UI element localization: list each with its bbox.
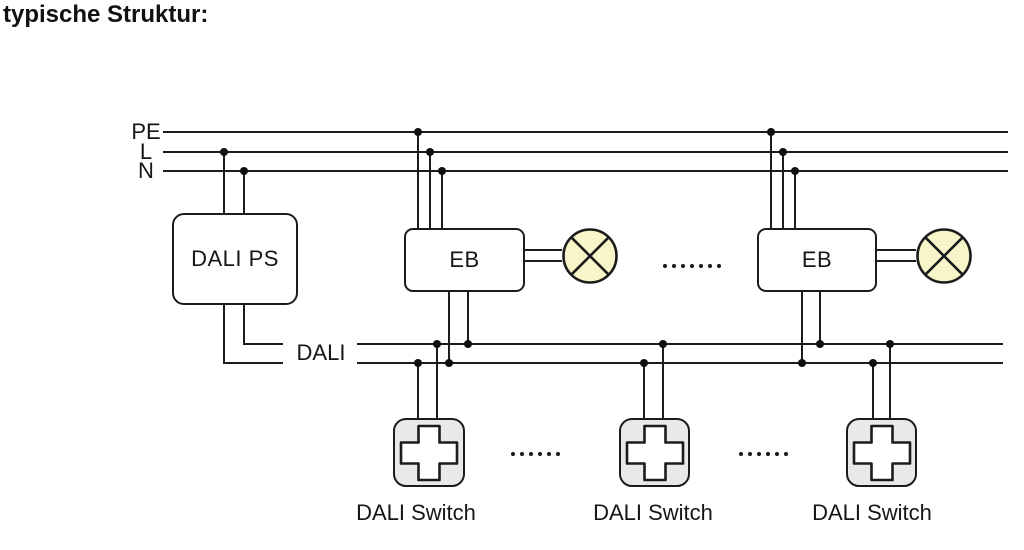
ellipsis-between-ballasts [663,263,721,268]
junction-dot [220,148,228,156]
dali-switch-box-2 [619,418,690,487]
junction-dot [886,340,894,348]
dali-ps-label: DALI PS [191,246,279,271]
dali-switch-label-1: DALI Switch [356,500,476,525]
wire-eb1-pe [417,132,419,229]
junction-dot [414,359,422,367]
l-line-label: L [139,139,153,164]
lamp2-wire-b [876,260,916,262]
junction-dot [869,359,877,367]
wire-sw1-b [436,344,438,420]
dali-stub-lower [223,362,283,364]
lamp2-wire-a [876,249,916,251]
lamp1-wire-a [524,249,562,251]
junction-dot [414,128,422,136]
dali-switch-box-1 [393,418,465,487]
junction-dot [798,359,806,367]
lamp1-wire-b [524,260,562,262]
junction-dot [779,148,787,156]
wire-ps-dali-plus [243,303,245,345]
wire-eb2-dali-a [801,290,803,364]
dali-bus-upper-line [357,343,1003,345]
dali-stub-upper [243,343,283,345]
dali-switch-box-3 [846,418,917,487]
n-line [163,170,1008,172]
junction-dot [240,167,248,175]
pe-line-label: PE [131,119,161,144]
pe-line [163,131,1008,133]
cross-switch-icon [399,424,459,481]
cross-switch-icon [625,424,684,481]
dali-ps-box: DALI PS [172,213,298,305]
page-title: typische Struktur: [3,1,209,28]
junction-dot [433,340,441,348]
wire-eb2-l [782,152,784,229]
n-line-label: N [138,158,154,183]
cross-switch-icon [852,424,911,481]
ballast-box-2: EB [757,228,877,292]
junction-dot [659,340,667,348]
wire-ps-n [243,171,245,214]
wire-eb2-n [794,171,796,229]
junction-dot [464,340,472,348]
junction-dot [767,128,775,136]
wire-eb2-dali-b [819,290,821,345]
wire-sw3-b [889,344,891,420]
ellipsis-between-switches-2 [739,451,788,456]
wire-ps-l [223,152,225,214]
junction-dot [791,167,799,175]
junction-dot [426,148,434,156]
junction-dot [640,359,648,367]
wire-sw2-b [662,344,664,420]
dali-bus-label: DALI [296,340,346,365]
junction-dot [816,340,824,348]
ellipsis-between-switches-1 [511,451,560,456]
wire-eb1-dali-a [448,290,450,364]
wire-sw3-a [872,362,874,420]
wire-eb1-n [441,171,443,229]
l-line [163,151,1008,153]
wire-eb1-l [429,152,431,229]
lamp-icon [916,228,972,284]
wire-sw1-a [417,362,419,420]
lamp-icon [562,228,618,284]
junction-dot [438,167,446,175]
dali-switch-label-2: DALI Switch [593,500,713,525]
junction-dot [445,359,453,367]
wire-eb2-pe [770,132,772,229]
ballast-label: EB [801,247,833,272]
wire-eb1-dali-b [467,290,469,345]
ballast-box-1: EB [404,228,525,292]
dali-switch-label-3: DALI Switch [812,500,932,525]
wire-ps-dali-minus [223,303,225,364]
dali-bus-lower-line [357,362,1003,364]
ballast-label: EB [449,247,480,272]
wire-sw2-a [643,362,645,420]
